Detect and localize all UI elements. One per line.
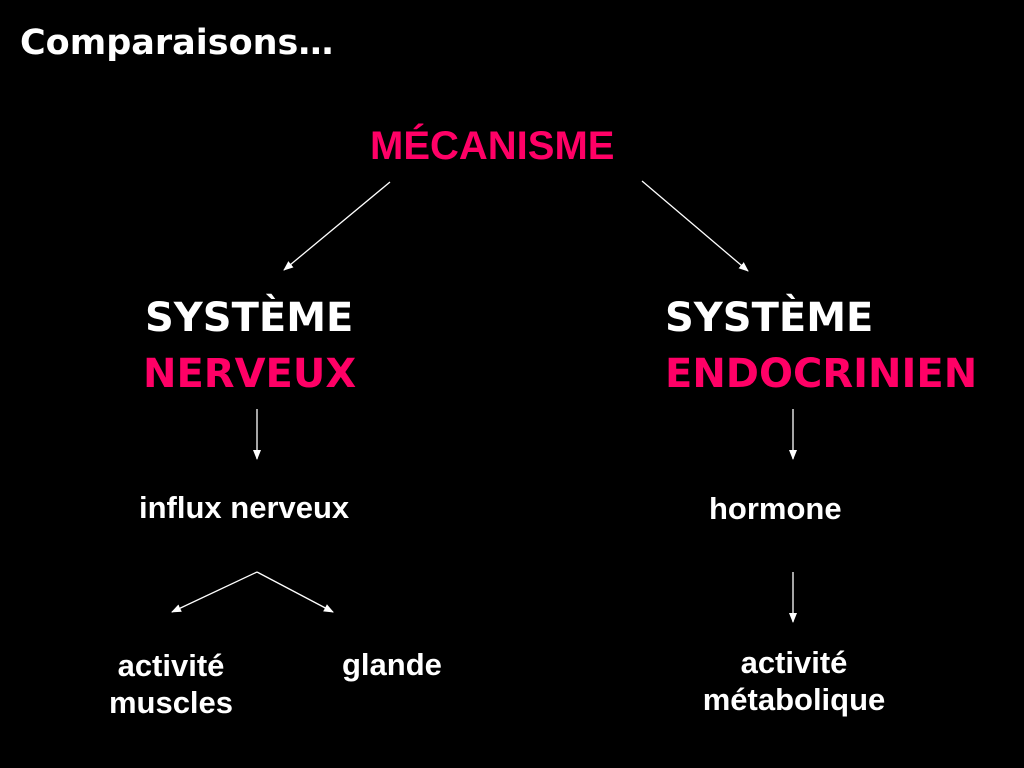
root-node-mecanisme: MÉCANISME xyxy=(370,124,615,168)
node-activite-metabolique-line1: activité xyxy=(740,645,848,680)
arrow-root-to-nerveux xyxy=(283,181,391,271)
node-activite-muscles-line1: activité xyxy=(117,648,225,683)
arrow-root-to-endocrinien xyxy=(641,180,749,272)
node-activite-muscles-line2: muscles xyxy=(108,684,234,720)
node-hormone: hormone xyxy=(709,491,842,526)
node-glande: glande xyxy=(342,647,442,682)
node-endocrinien-line1: SYSTÈME xyxy=(665,295,874,341)
node-endocrinien-line2: ENDOCRINIEN xyxy=(665,351,978,397)
node-activite-metabolique-line2: métabolique xyxy=(702,681,886,717)
node-influx-nerveux: influx nerveux xyxy=(139,490,350,525)
arrow-influx-to-glande xyxy=(256,571,334,613)
node-activite-muscles: activité muscles xyxy=(71,648,271,721)
node-activite-metabolique: activité métabolique xyxy=(664,645,924,718)
node-nerveux-line2: NERVEUX xyxy=(143,351,357,397)
node-nerveux-line1: SYSTÈME xyxy=(145,295,354,341)
slide-title: Comparaisons… xyxy=(20,23,334,63)
arrow-influx-to-muscles xyxy=(171,571,258,613)
